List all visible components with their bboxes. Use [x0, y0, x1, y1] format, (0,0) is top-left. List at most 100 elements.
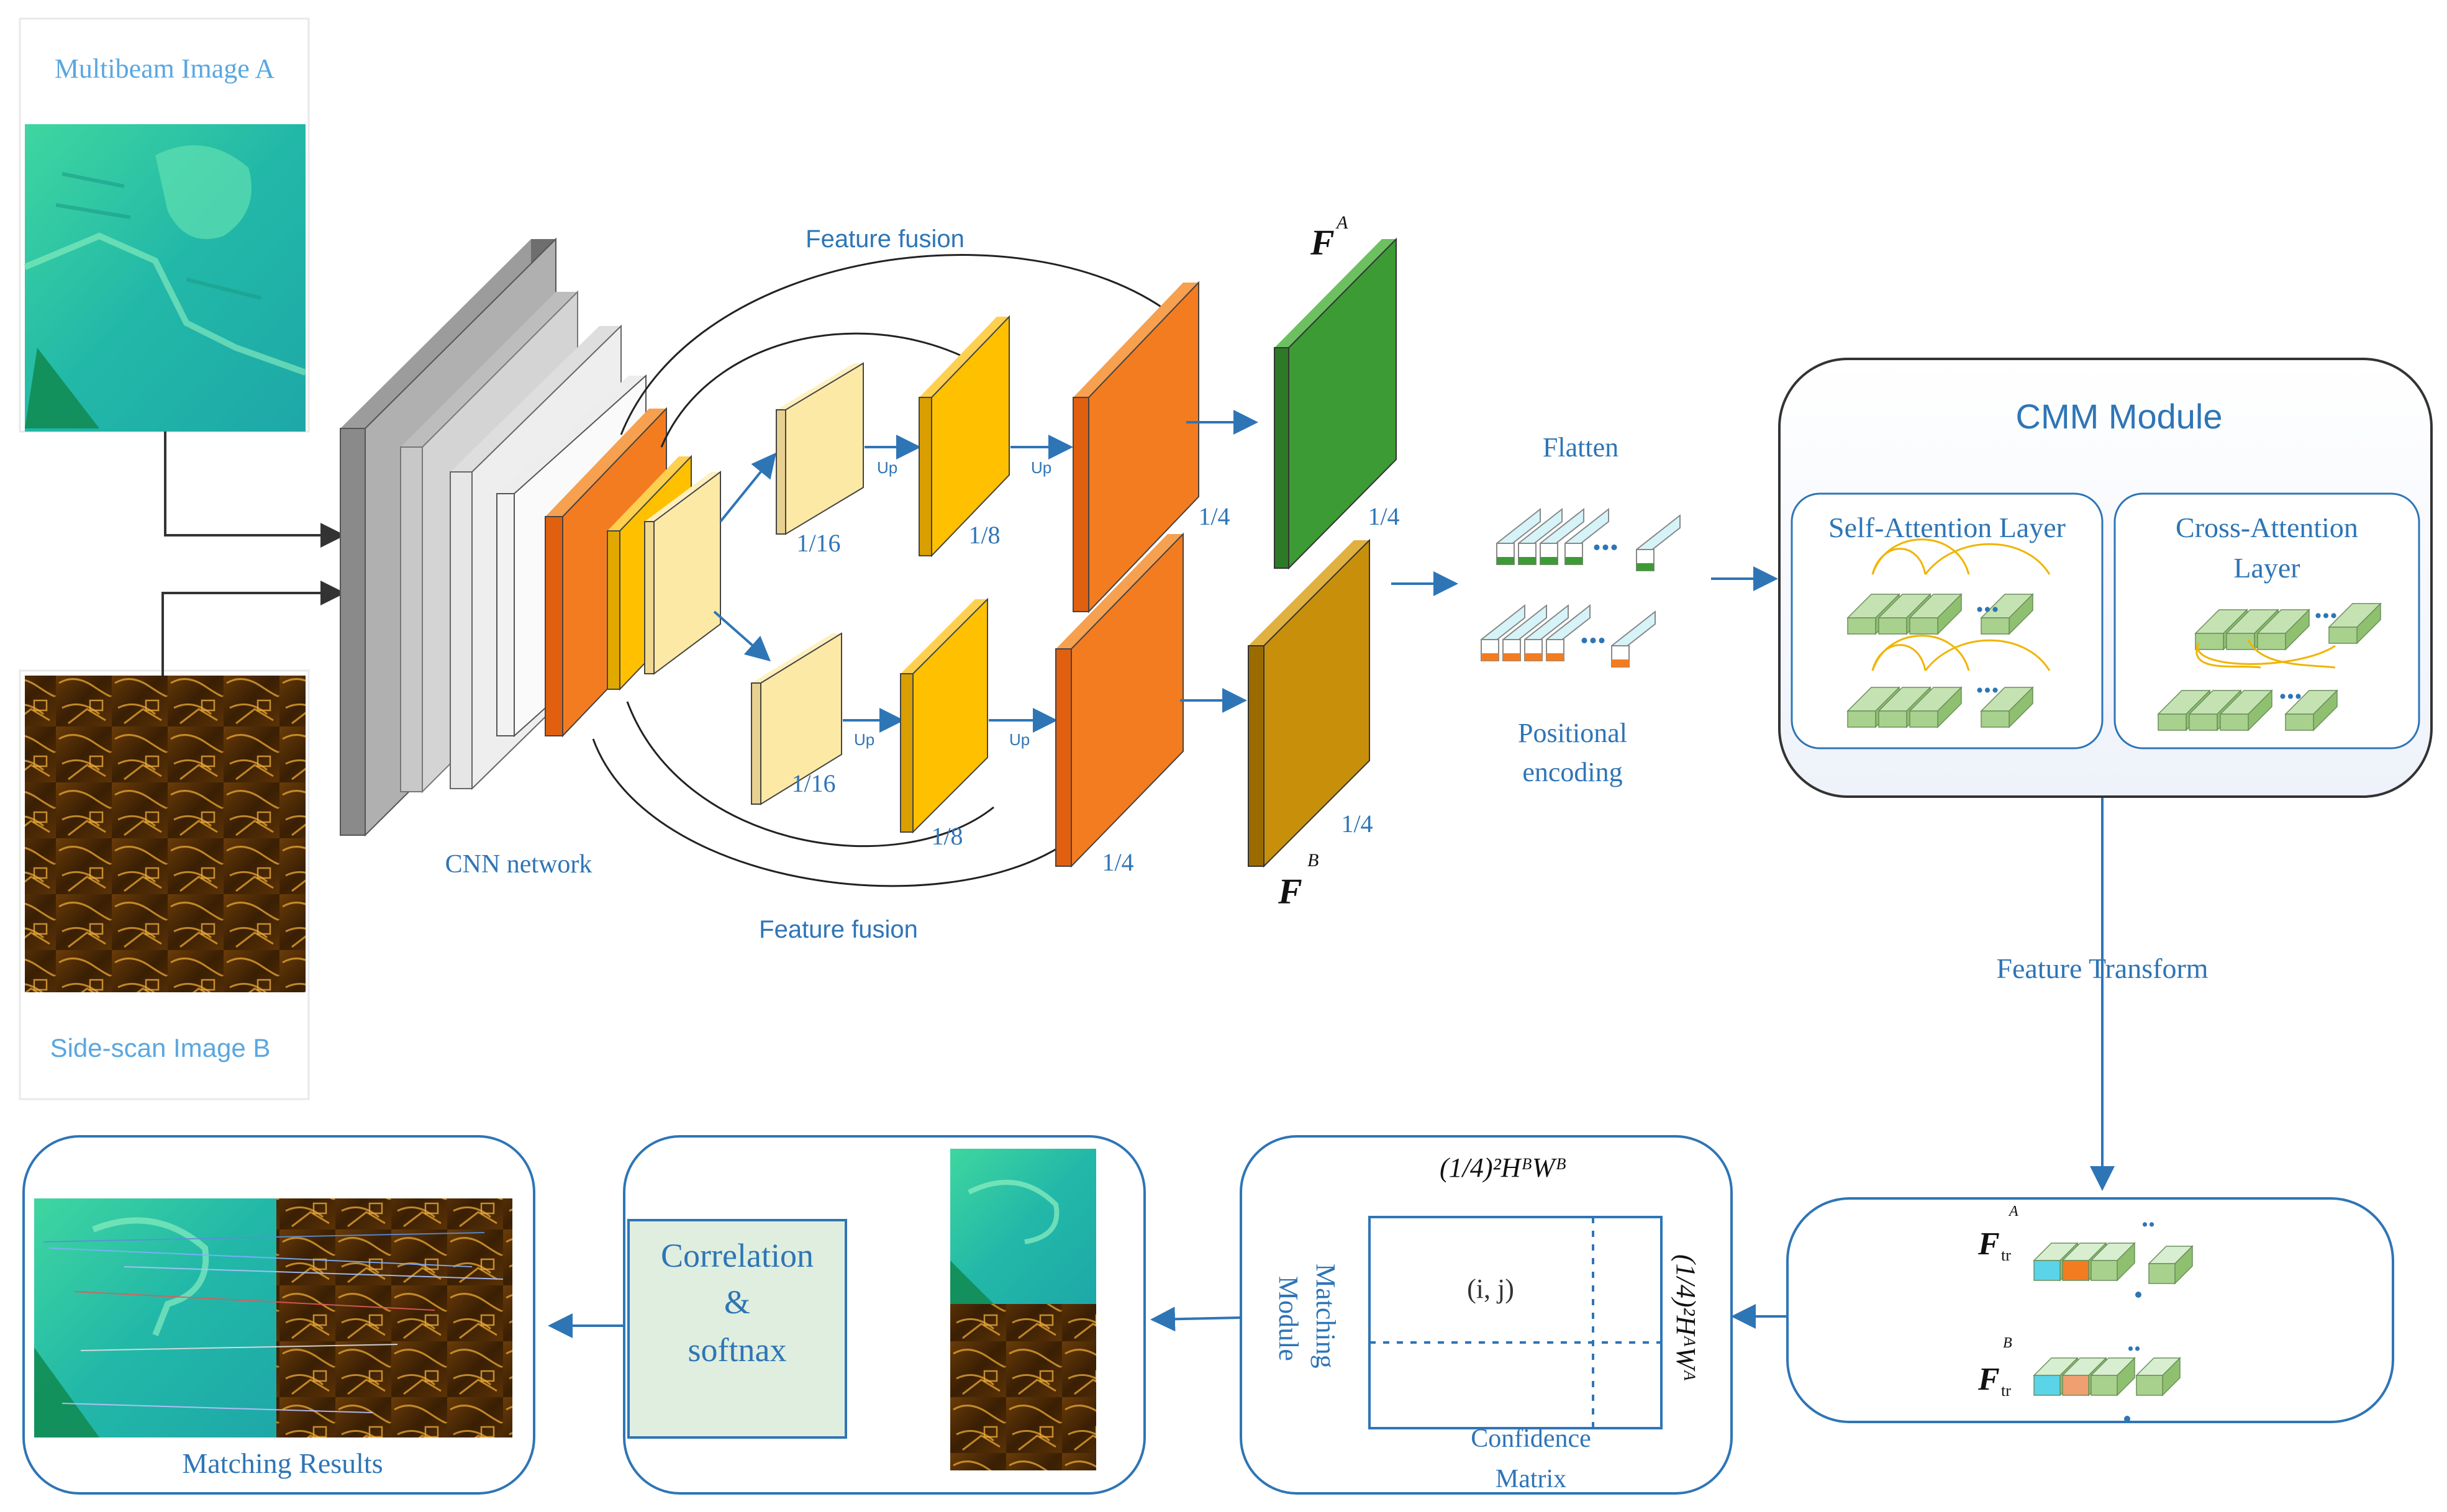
correlation-thumbnails	[950, 1149, 1096, 1470]
correlation-line2: &	[724, 1283, 750, 1321]
bottom-branch: 1/16 Up 1/8 Up 1/4 1/4 F B	[751, 532, 1373, 912]
feature-fusion-arcs: Feature fusion Feature fusion	[592, 225, 1171, 943]
top-block-1-8: 1/8	[919, 315, 1010, 558]
self-row1-token-2	[1909, 593, 1963, 635]
self-attention-label: Self-Attention Layer	[1828, 512, 2066, 543]
result-image-b	[276, 1198, 512, 1437]
top-up-1: Up	[877, 458, 897, 477]
cnn-layer-pale	[644, 471, 721, 675]
confidence-matrix	[1368, 1216, 1663, 1429]
self-attn-ellipsis-1: ...	[1976, 584, 1999, 618]
matching-label-line1: Matching	[1310, 1264, 1341, 1369]
input-arrows	[161, 432, 345, 676]
attention-arcs	[1871, 538, 2336, 671]
input-image-b-panel: Side-scan Image B	[19, 669, 310, 1100]
matrix-top-expression: (1/4)²HᴮWᴮ	[1440, 1152, 1566, 1183]
transformed-features-panel: F tr A F tr B .. ..	[1731, 1197, 2394, 1423]
top-up-2: Up	[1031, 458, 1051, 477]
match-lines	[43, 1232, 504, 1413]
feature-map-b: 1/4 F B	[1248, 538, 1373, 912]
attention-token-rows	[1846, 593, 2382, 731]
flatten-section: Flatten ... ... Positional encoding	[1391, 432, 1778, 787]
cross-row2-token-last	[2284, 689, 2338, 731]
bottom-scale-16: 1/16	[791, 769, 835, 797]
feature-b-sup: B	[1307, 850, 1319, 871]
transformed-token-rows	[2033, 1242, 2194, 1397]
branch-arrows	[713, 452, 777, 662]
feature-b-symbol: F	[1278, 871, 1302, 912]
feature-fusion-bottom-label: Feature fusion	[759, 916, 918, 943]
correlation-panel: Correlation & softnax	[548, 1135, 1146, 1495]
positional-label-line1: Positional	[1518, 718, 1627, 748]
cross-attn-ellipsis-1: ...	[2314, 590, 2338, 625]
cross-row2-token-2	[2219, 689, 2273, 731]
fa-tr-dot-below	[2135, 1292, 2141, 1298]
fb-tr-sup: B	[2003, 1335, 2012, 1351]
top-branch: 1/16 Up 1/8 Up 1/4 1/4 F A	[776, 212, 1400, 613]
fb-tr-symbol: F	[1977, 1362, 2000, 1397]
token-b-last	[1611, 610, 1656, 668]
fa-tr-dots: ..	[2141, 1202, 2155, 1233]
top-block-1-16: 1/16	[776, 362, 864, 557]
cmm-title: CMM Module	[2016, 397, 2223, 436]
fa-tr-sup: A	[2008, 1203, 2018, 1220]
positional-label-line2: encoding	[1522, 757, 1622, 787]
transformed-features-frame	[1786, 1197, 2394, 1423]
matching-results-label: Matching Results	[182, 1447, 383, 1479]
bottom-block-1-16: 1/16	[751, 632, 842, 805]
feature-b-scale: 1/4	[1341, 810, 1373, 838]
correlation-line3: softnax	[688, 1331, 787, 1369]
cmm-module: CMM Module Self-Attention Layer Cross-At…	[1778, 358, 2433, 798]
fb-tr-token-2	[2090, 1357, 2136, 1397]
fa-tr-symbol: F	[1977, 1226, 2000, 1262]
fb-tr-token-last	[2135, 1357, 2181, 1397]
feature-a-scale: 1/4	[1368, 502, 1399, 530]
token-b-1	[1502, 604, 1547, 661]
top-block-1-4: 1/4	[1073, 281, 1230, 613]
bottom-scale-8: 1/8	[931, 822, 963, 850]
token-a-3	[1564, 507, 1609, 565]
token-b-3	[1546, 604, 1591, 661]
cross-row1-token-last	[2328, 602, 2382, 645]
tokens-a-ellipsis: ...	[1592, 519, 1618, 558]
top-scale-4: 1/4	[1198, 502, 1230, 530]
token-a-2	[1540, 507, 1584, 565]
matching-label-line2: Module	[1273, 1276, 1304, 1361]
fa-tr-token-last	[2148, 1245, 2194, 1285]
multibeam-image-a	[24, 124, 307, 432]
feature-a-sup: A	[1335, 212, 1348, 233]
confidence-label-line2: Matrix	[1496, 1465, 1566, 1493]
bottom-up-2: Up	[1009, 730, 1030, 749]
cross-attn-ellipsis-2: ...	[2279, 671, 2302, 705]
cross-attention-label-line2: Layer	[2233, 552, 2300, 584]
bottom-up-1: Up	[854, 730, 874, 749]
image-b-label: Side-scan Image B	[50, 1033, 271, 1062]
token-a-1	[1518, 507, 1563, 565]
matrix-cell-ij: (i, j)	[1467, 1274, 1514, 1304]
token-b-0	[1481, 604, 1525, 661]
flattened-tokens-b	[1481, 604, 1656, 668]
self-row2-token-2	[1909, 686, 1963, 728]
flattened-tokens-a	[1496, 507, 1681, 571]
correlation-line1: Correlation	[661, 1237, 814, 1274]
image-a-label: Multibeam Image A	[55, 53, 275, 84]
cross-attention-label-line1: Cross-Attention	[2176, 512, 2358, 543]
fb-tr-dots: ..	[2127, 1326, 2141, 1357]
input-image-a-panel: Multibeam Image A	[19, 17, 310, 433]
self-attn-ellipsis-2: ...	[1976, 664, 1999, 699]
correlation-softmax-box	[627, 1219, 847, 1439]
feature-transform: Feature Transform	[1996, 798, 2209, 1191]
flatten-label: Flatten	[1543, 432, 1618, 463]
bottom-block-1-4: 1/4	[1055, 532, 1184, 876]
cross-row1-token-2	[2256, 609, 2310, 651]
matching-module: Matching Module (1/4)²HᴮWᴮ (1/4)²HᴬWᴬ (i…	[1150, 1135, 1733, 1495]
bottom-block-1-8: 1/8	[900, 597, 988, 850]
feature-transform-label: Feature Transform	[1996, 953, 2208, 984]
side-scan-image-b	[25, 676, 306, 992]
fb-tr-sub: tr	[2001, 1382, 2011, 1400]
feature-map-a: 1/4 F A	[1274, 212, 1400, 570]
top-scale-8: 1/8	[968, 521, 1000, 549]
token-a-last	[1636, 514, 1681, 571]
fa-tr-sub: tr	[2001, 1246, 2011, 1264]
